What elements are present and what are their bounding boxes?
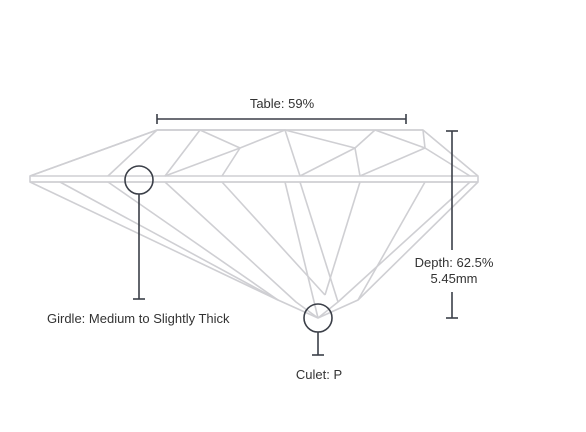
girdle-label: Girdle: Medium to Slightly Thick [47,311,230,326]
depth-percent: Depth: 62.5% [414,255,494,270]
table-label: Table: 59% [249,96,315,111]
depth-label: Depth: 62.5% 5.45mm [404,255,504,287]
depth-mm: 5.45mm [430,271,478,286]
culet-marker [303,303,333,356]
crown-outline [29,129,479,183]
culet-label: Culet: P [295,367,343,382]
girdle-marker [124,165,154,300]
diamond-outline [29,129,479,319]
depth-measure [446,130,458,319]
table-measure [156,114,407,124]
